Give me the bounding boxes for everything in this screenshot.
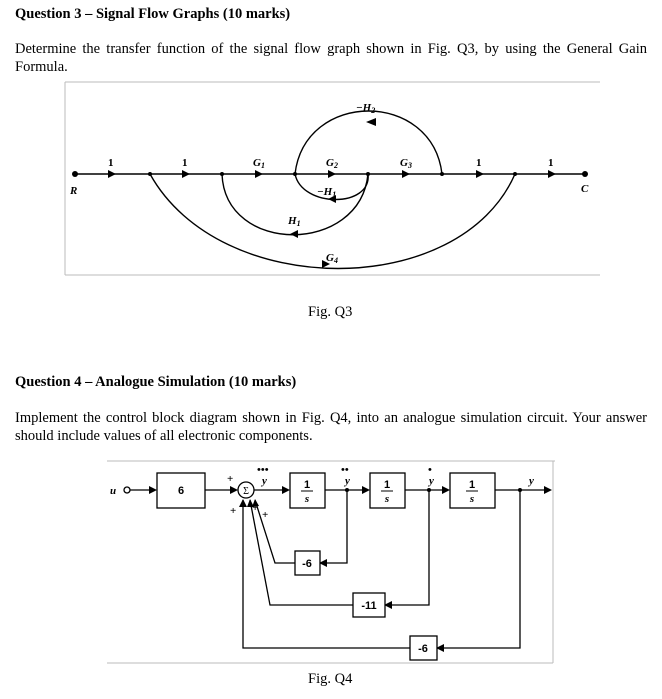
- label-y2: y: [343, 475, 350, 487]
- feedback-block-6a: [294, 550, 321, 576]
- node-R: [72, 171, 78, 177]
- svg-text:s: s: [304, 493, 309, 505]
- label-one-c: 1: [476, 157, 482, 169]
- svg-text:-11: -11: [361, 600, 376, 612]
- label-C: C: [581, 183, 589, 195]
- fig-q4-caption: Fig. Q4: [308, 671, 353, 687]
- plus-top: +: [227, 473, 233, 485]
- plus-left: +: [230, 505, 236, 517]
- label-R: R: [69, 185, 77, 197]
- signal-flow-graph: R C 1 1 1 1 G1 G2 G3 G4 H1 −H1 −H2: [64, 81, 600, 276]
- label-one-a: 1: [108, 157, 114, 169]
- label-y1: y: [427, 475, 434, 487]
- svg-text:s: s: [384, 493, 389, 505]
- svg-text:1: 1: [384, 479, 390, 491]
- label-G1: G1: [253, 157, 265, 170]
- label-H1: H1: [287, 215, 301, 228]
- loop-negH2: [294, 110, 443, 175]
- plus-mid: +: [252, 502, 258, 514]
- label-negH2: −H2: [356, 102, 375, 115]
- gain-block-label: 6: [178, 485, 184, 497]
- q4-body: Implement the control block diagram show…: [15, 410, 647, 444]
- block-diagram: u 6 Σ + + + + ••• y 1 s •• y 1 s • y 1 s…: [107, 460, 555, 664]
- label-y: y: [527, 475, 534, 487]
- fig-q3-caption: Fig. Q3: [308, 304, 353, 320]
- feedback-block-6b: [409, 635, 438, 661]
- label-G2: G2: [326, 157, 338, 170]
- label-one-b: 1: [182, 157, 188, 169]
- dots-y1: •: [428, 464, 432, 476]
- branch-G4: [149, 173, 516, 270]
- dots-y2: ••: [341, 464, 349, 476]
- plus-right: +: [262, 509, 268, 521]
- sigma-symbol: Σ: [243, 486, 249, 497]
- svg-text:-6: -6: [418, 643, 428, 655]
- label-negH1: −H1: [317, 186, 336, 199]
- label-G4: G4: [326, 252, 338, 265]
- svg-text:1: 1: [304, 479, 310, 491]
- q3-body: Determine the transfer function of the s…: [15, 41, 647, 75]
- label-one-d: 1: [548, 157, 554, 169]
- label-G3: G3: [400, 157, 412, 170]
- svg-text:1: 1: [469, 479, 475, 491]
- q4-title: Question 4 – Analogue Simulation (10 mar…: [15, 374, 297, 390]
- svg-text:s: s: [469, 493, 474, 505]
- label-y3: y: [260, 475, 267, 487]
- node-C: [582, 171, 588, 177]
- dots-y3: •••: [257, 464, 269, 476]
- label-u: u: [110, 485, 116, 497]
- q3-title: Question 3 – Signal Flow Graphs (10 mark…: [15, 6, 291, 22]
- svg-text:-6: -6: [302, 558, 312, 570]
